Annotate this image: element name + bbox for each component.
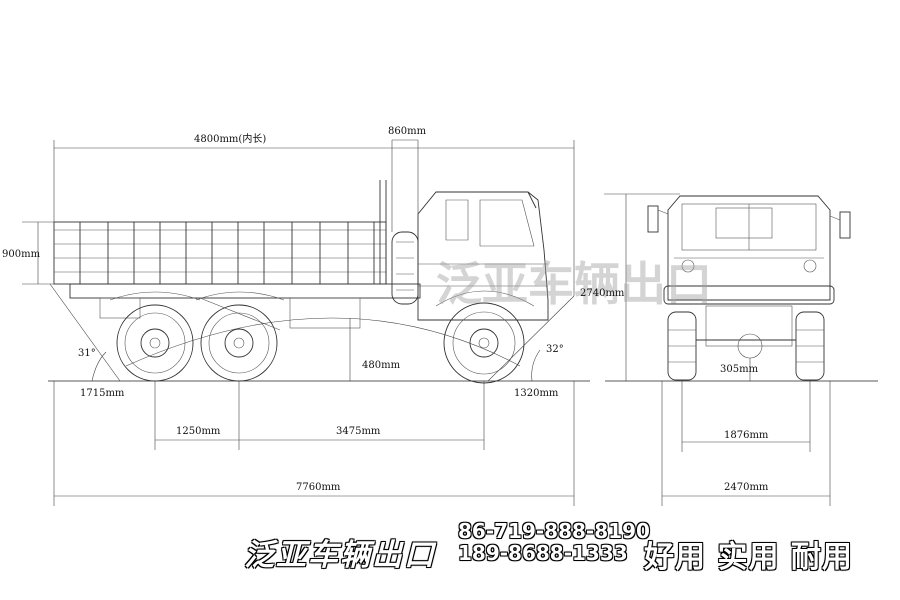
dim-rear-overhang: 1715mm [80, 388, 125, 399]
ground-clearance-arc [125, 317, 521, 367]
dim-rear-axle-spacing: 1250mm [176, 426, 221, 437]
footer-slogan: 好用 实用 耐用 [644, 540, 853, 575]
wheel-front [443, 302, 525, 384]
dim-approach-angle: 31° [78, 348, 96, 359]
truck-front-view [647, 195, 851, 381]
dim-wheelbase: 3475mm [336, 426, 381, 437]
dim-ground-clearance: 480mm [362, 360, 401, 371]
dim-overall-width: 2470mm [724, 482, 769, 493]
dim-axle-clearance: 305mm [720, 364, 759, 375]
dim-overall-height: 2740mm [580, 288, 625, 299]
dim-track-width: 1876mm [724, 430, 769, 441]
dim-cab-gap: 860mm [388, 126, 427, 137]
dim-overall-length: 7760mm [296, 482, 341, 493]
dim-departure-angle: 32° [546, 344, 564, 355]
wheel-rear-1 [116, 304, 194, 382]
wheel-rear-2 [200, 304, 278, 382]
dim-sidewall-height: 900mm [2, 249, 41, 260]
footer-phone-2: 189-8688-1333 [458, 541, 628, 565]
watermark-text: 泛亚车辆出口 [436, 257, 712, 311]
footer-phones: 86-719-888-8190 189-8688-1333 [458, 520, 650, 564]
footer-phone-1: 86-719-888-8190 [458, 519, 650, 543]
footer-brand: 泛亚车辆出口 [244, 538, 436, 573]
dim-cargo-inner-length: 4800mm(内长) [194, 132, 266, 145]
departure-angle-line [487, 295, 575, 382]
dim-front-overhang: 1320mm [514, 388, 559, 399]
approach-angle-line [49, 283, 121, 382]
